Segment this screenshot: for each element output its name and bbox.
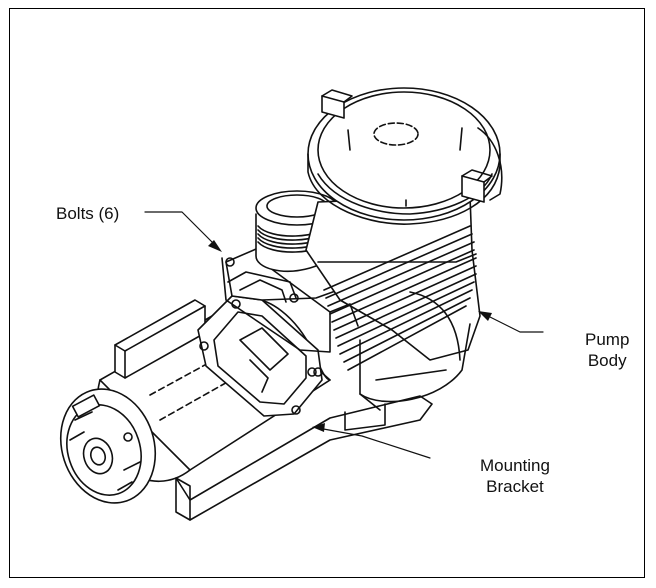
mounting-bracket-arrowhead <box>312 423 325 432</box>
bolts-label: Bolts (6) <box>56 203 119 224</box>
mounting-bracket-label-line1: Mounting <box>480 456 550 475</box>
pump-body-arrowhead <box>478 311 492 321</box>
pump-body-label-line2: Body <box>587 351 627 370</box>
leader-lines <box>144 211 544 459</box>
bolts-label-text: Bolts (6) <box>56 204 120 223</box>
lid <box>307 87 503 225</box>
mounting-bracket-label-line2: Bracket <box>486 477 544 496</box>
mounting-bracket-label: Mounting Bracket <box>480 455 550 497</box>
bolts-arrowhead <box>208 240 222 252</box>
pump-body-label: Pump Body <box>585 329 629 371</box>
figure-frame <box>9 8 645 578</box>
pump-body <box>305 195 481 411</box>
pump-body-label-line1: Pump <box>585 330 630 349</box>
base-rail <box>175 395 433 521</box>
